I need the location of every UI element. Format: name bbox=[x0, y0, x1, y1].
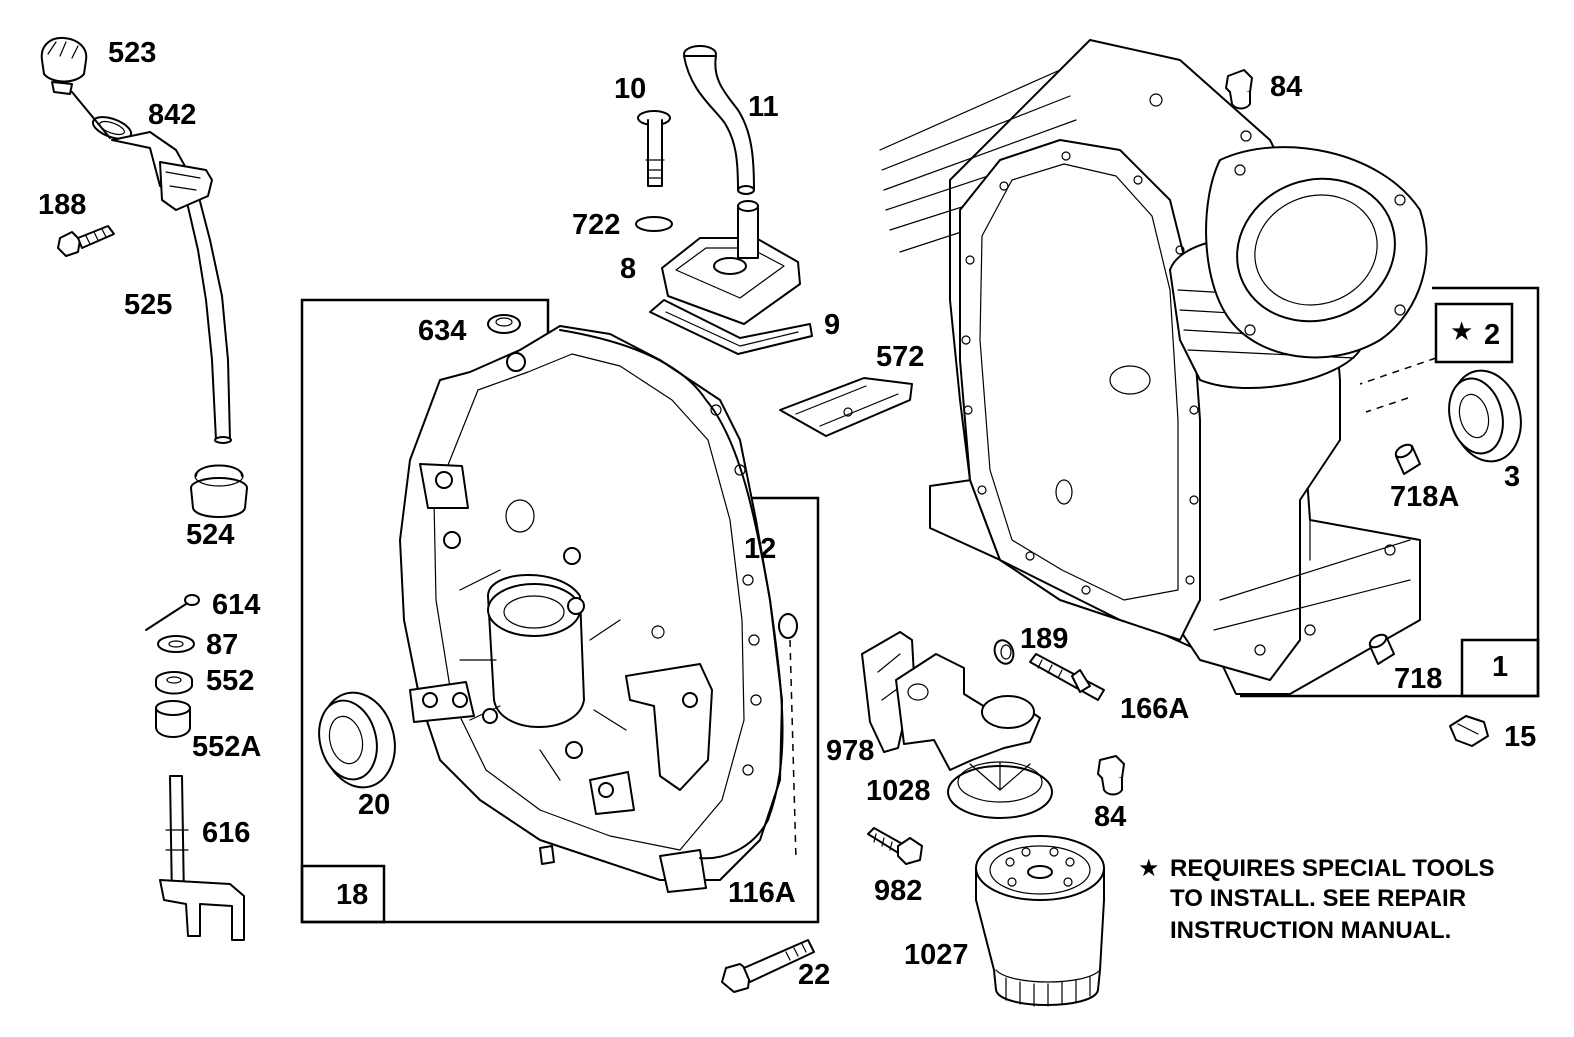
callout-9: 9 bbox=[824, 309, 840, 341]
breather-cover-8 bbox=[661, 200, 801, 325]
callout-718a: 718A bbox=[1390, 481, 1459, 513]
callout-552a: 552A bbox=[192, 731, 261, 763]
crankcase-cover-12 bbox=[399, 325, 783, 893]
screw-10 bbox=[637, 110, 671, 187]
bushing-552a bbox=[155, 700, 191, 738]
note-line-1: REQUIRES SPECIAL TOOLS bbox=[1170, 855, 1495, 882]
callout-84-lower: 84 bbox=[1094, 801, 1126, 833]
callout-718: 718 bbox=[1394, 663, 1442, 695]
screw-982 bbox=[867, 827, 923, 865]
callout-842: 842 bbox=[148, 99, 196, 131]
callout-189: 189 bbox=[1020, 623, 1068, 655]
callout-722: 722 bbox=[572, 209, 620, 241]
callout-22: 22 bbox=[798, 959, 830, 991]
note-star: ★ bbox=[1138, 855, 1160, 882]
callout-87: 87 bbox=[206, 629, 238, 661]
washer-87 bbox=[157, 635, 195, 653]
callout-18: 18 bbox=[336, 879, 368, 911]
callout-1: 1 bbox=[1492, 651, 1508, 683]
washer-552 bbox=[155, 671, 193, 695]
callout-572: 572 bbox=[876, 341, 924, 373]
callout-3: 3 bbox=[1504, 461, 1520, 493]
callout-11: 11 bbox=[748, 91, 779, 123]
callout-523: 523 bbox=[108, 37, 156, 69]
callout-616: 616 bbox=[202, 817, 250, 849]
callout-116a: 116A bbox=[728, 877, 796, 909]
o-ring-722 bbox=[635, 216, 673, 232]
cover-group-box-18 bbox=[300, 298, 820, 924]
oil-seal-20 bbox=[318, 691, 396, 789]
callout-8: 8 bbox=[620, 253, 636, 285]
seal-634 bbox=[487, 314, 521, 334]
bolt-22 bbox=[721, 939, 815, 993]
callout-10: 10 bbox=[614, 73, 646, 105]
special-tool-star: ★ bbox=[1450, 316, 1473, 346]
plug-84-top bbox=[1225, 69, 1253, 110]
callout-524: 524 bbox=[186, 519, 234, 551]
callout-1028: 1028 bbox=[866, 775, 931, 807]
callout-525: 525 bbox=[124, 289, 172, 321]
screw-188 bbox=[57, 225, 115, 257]
seal-ring-189 bbox=[993, 639, 1015, 665]
callout-982: 982 bbox=[874, 875, 922, 907]
callout-552: 552 bbox=[206, 665, 254, 697]
callout-188: 188 bbox=[38, 189, 86, 221]
breather-tube-11 bbox=[683, 45, 755, 195]
note-line-3: INSTRUCTION MANUAL. bbox=[1170, 917, 1451, 944]
gasket-9 bbox=[649, 299, 813, 355]
stud-166a bbox=[1029, 653, 1105, 701]
callout-614: 614 bbox=[212, 589, 260, 621]
gasket-116a bbox=[559, 329, 798, 861]
callout-1027: 1027 bbox=[904, 939, 969, 971]
callout-84-top: 84 bbox=[1270, 71, 1302, 103]
grommet-524 bbox=[190, 464, 248, 518]
callout-15: 15 bbox=[1504, 721, 1536, 753]
dowel-718 bbox=[1368, 633, 1395, 665]
dowel-718a bbox=[1394, 443, 1421, 475]
oil-filter-adapter-1028 bbox=[895, 653, 1053, 819]
engine-block-1 bbox=[879, 39, 1428, 695]
callout-166a: 166A bbox=[1120, 693, 1189, 725]
dipstick-cap-523 bbox=[40, 36, 88, 95]
callout-634: 634 bbox=[418, 315, 466, 347]
special-tools-note: ★ REQUIRES SPECIAL TOOLS TO INSTALL. SEE… bbox=[1138, 855, 1495, 944]
note-line-2: TO INSTALL. SEE REPAIR bbox=[1170, 885, 1466, 912]
callout-978: 978 bbox=[826, 735, 874, 767]
deflector-plate-572 bbox=[779, 377, 913, 437]
oil-seal-2-3 bbox=[1359, 357, 1522, 463]
cylinder-group-box-1 bbox=[1240, 286, 1540, 698]
plug-84-lower bbox=[1097, 755, 1125, 796]
oil-filter-1027 bbox=[975, 835, 1105, 1007]
governor-shaft-616 bbox=[159, 775, 245, 941]
callout-12: 12 bbox=[744, 533, 776, 565]
dipstick-tube-525 bbox=[111, 131, 232, 444]
callout-labels: 523 842 188 525 524 614 87 552 552A 616 … bbox=[38, 37, 1536, 991]
callout-20: 20 bbox=[358, 789, 390, 821]
callout-2: 2 bbox=[1484, 319, 1500, 351]
pin-614 bbox=[145, 594, 200, 631]
plug-15 bbox=[1449, 715, 1489, 747]
